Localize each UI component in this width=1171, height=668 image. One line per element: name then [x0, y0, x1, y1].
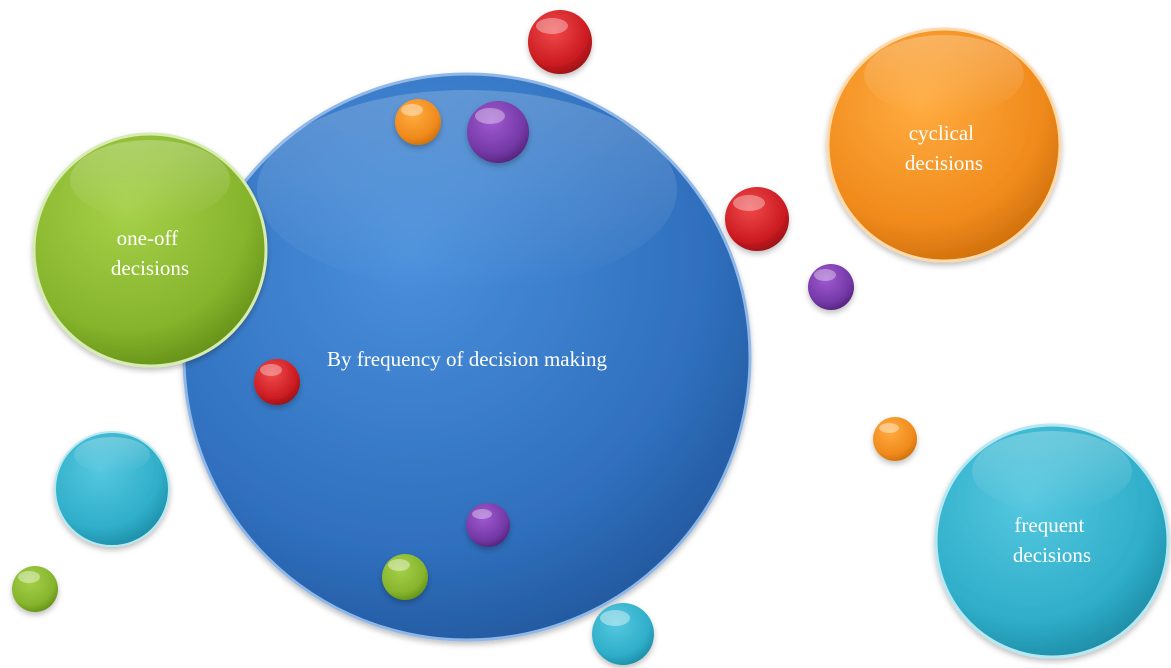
sphere-orange-right — [873, 417, 917, 461]
sphere-orange-top — [395, 99, 441, 145]
category-label-frequent: frequent decisions — [1013, 513, 1091, 567]
sphere-teal-bottom — [592, 603, 654, 665]
category-bubble-cyclical — [826, 27, 1062, 263]
decorative-bubble-teal-large — [54, 431, 170, 547]
sphere-red-center-left — [254, 359, 300, 405]
category-bubble-one-off — [32, 132, 268, 368]
sphere-green-bottom — [382, 554, 428, 600]
sphere-red-right — [725, 187, 789, 251]
sphere-red-top — [528, 10, 592, 74]
central-label: By frequency of decision making — [327, 347, 607, 371]
sphere-green-bottom-left — [12, 566, 58, 612]
central-bubble — [182, 72, 752, 642]
category-label-one-off: one-off decisions — [111, 226, 189, 280]
category-bubble-frequent — [934, 423, 1170, 659]
sphere-purple-top — [467, 101, 529, 163]
sphere-purple-right — [808, 264, 854, 310]
sphere-purple-bottom — [466, 503, 510, 547]
category-label-cyclical: cyclical decisions — [905, 121, 983, 175]
